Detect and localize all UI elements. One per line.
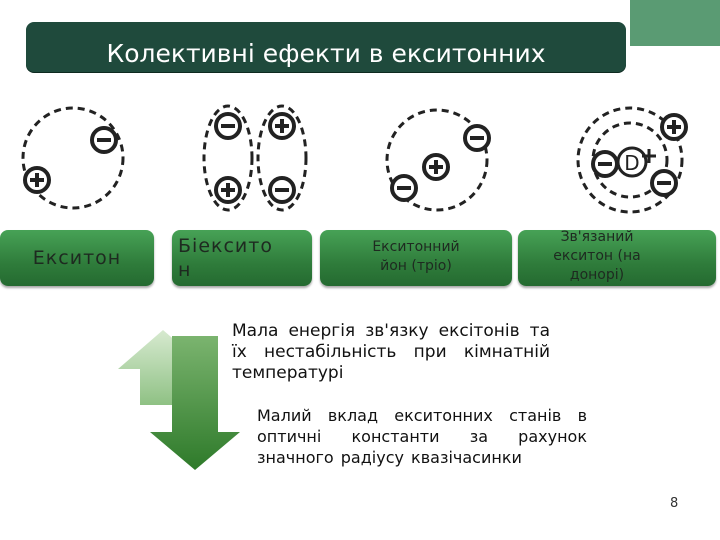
- tab-label: Екситон: [32, 247, 122, 269]
- electron-icon: [390, 174, 418, 202]
- hole-icon: [214, 176, 242, 204]
- arrows: [118, 330, 240, 470]
- hole-icon: [422, 153, 450, 181]
- tab-label: Екситонний йон (тріо): [372, 239, 460, 274]
- hole-icon: [268, 112, 296, 140]
- donor-label: D: [624, 151, 639, 175]
- tab-exciton: Екситон: [0, 230, 154, 286]
- header-accent: [630, 0, 720, 46]
- page-number: 8: [670, 496, 679, 511]
- tab-label: Зв'язаний екситон (на донорі): [553, 229, 641, 283]
- biexciton-diagram: [202, 104, 308, 212]
- note-small-contribution: Малий вклад екситонних станів в оптичні …: [257, 406, 587, 467]
- tab-bound-exciton: Зв'язаний екситон (на донорі): [518, 229, 716, 286]
- note-low-binding-energy: Мала енергія зв'язку ексітонів та їх нес…: [232, 321, 550, 383]
- slide-title: Колективні ефекти в екситонних системах: [106, 39, 546, 68]
- bound-exciton-diagram: D: [576, 106, 688, 214]
- trion-diagram: [385, 108, 491, 212]
- electron-icon: [90, 126, 118, 154]
- exciton-diagrams: D: [21, 104, 688, 214]
- electron-icon: [591, 150, 619, 178]
- tab-trion: Екситонний йон (тріо): [320, 230, 512, 286]
- tab-biexciton: Біексито н: [172, 230, 312, 286]
- electron-icon: [463, 124, 491, 152]
- electron-icon: [268, 176, 296, 204]
- electron-icon: [214, 112, 242, 140]
- exciton-diagram: [21, 106, 125, 210]
- donor-icon: [616, 146, 648, 178]
- hole-icon: [23, 166, 51, 194]
- hole-icon: [660, 113, 688, 141]
- tab-label: Біексито н: [178, 235, 273, 281]
- title-bar: Колективні ефекти в екситонних системах: [26, 22, 626, 72]
- electron-icon: [650, 169, 678, 197]
- down-arrow-icon: [150, 336, 240, 470]
